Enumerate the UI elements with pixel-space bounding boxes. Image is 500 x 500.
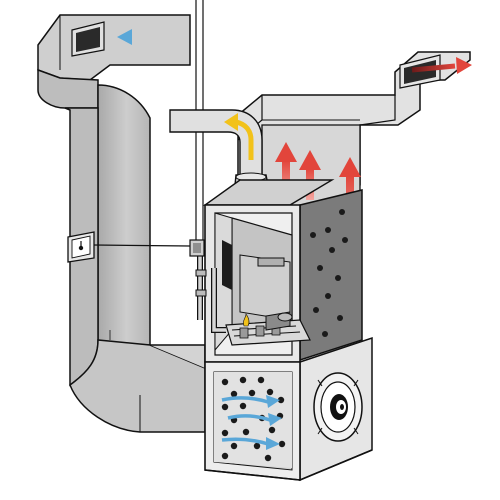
arrow-icon — [266, 395, 280, 408]
return-air-duct — [37, 14, 206, 433]
cool-air-arrows-intake — [221, 395, 282, 450]
arrow-icon — [268, 413, 282, 426]
blower-fan — [313, 372, 363, 442]
arrow-icon — [275, 142, 297, 162]
arrow-icon — [299, 150, 321, 170]
arrow-icon — [456, 57, 472, 74]
gas-pipe — [197, 248, 226, 333]
fan-icon — [330, 394, 348, 420]
flame-icon — [243, 313, 250, 327]
arrow-icon — [339, 157, 361, 177]
arrow-icon — [117, 29, 132, 45]
arrow-icon — [224, 113, 238, 131]
exhaust-arrow — [224, 113, 254, 160]
air-filter — [214, 372, 292, 468]
return-air-grille — [71, 21, 105, 57]
cool-air-arrow-return — [117, 29, 168, 45]
arrow-icon — [266, 437, 280, 450]
thermostat-icon — [78, 241, 84, 251]
warm-air-arrow-supply — [411, 57, 472, 74]
heat-exchanger — [310, 209, 348, 337]
thermostat — [67, 231, 95, 263]
thermostat-wire — [93, 244, 191, 247]
gas-valve — [189, 239, 207, 297]
burner-assembly — [225, 311, 311, 346]
